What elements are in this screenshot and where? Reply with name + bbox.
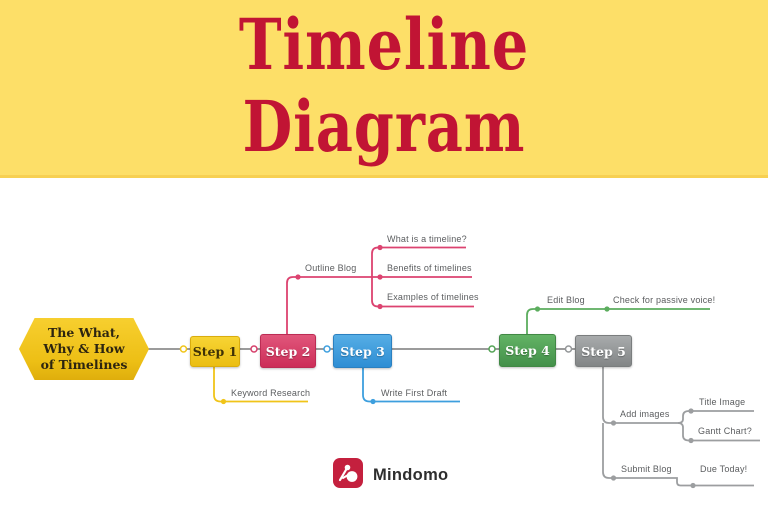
branch-label-write-first-draft: Write First Draft (381, 388, 448, 398)
branch-label-due-today: Due Today! (700, 464, 748, 474)
ring-step5 (564, 345, 573, 353)
branch-label-add-images: Add images (620, 409, 670, 419)
page-title-line2: Diagram (242, 85, 526, 168)
ring-step1 (179, 345, 188, 353)
branch-label-examples-of-timelines: Examples of timelines (387, 292, 479, 302)
branch-label-submit-blog: Submit Blog (621, 464, 672, 474)
ring-step3 (323, 345, 331, 353)
branch-label-title-image: Title Image (699, 397, 746, 407)
root-node-line1: The What, (47, 325, 121, 340)
step-node-3: Step 3 (333, 334, 392, 368)
ring-step4 (488, 345, 496, 353)
branch-label-benefits-of-timelines: Benefits of timelines (387, 263, 472, 273)
root-node-line2: Why & How (43, 341, 125, 356)
branch-label-keyword-research: Keyword Research (231, 388, 311, 398)
branch-label-what-is-a-timeline: What is a timeline? (387, 234, 467, 244)
branch-label-check-for-passive-voice: Check for passive voice! (613, 295, 716, 305)
branch-label-gantt-chart: Gantt Chart? (698, 426, 752, 436)
ring-step2 (250, 345, 258, 353)
branch-label-outline-blog: Outline Blog (305, 263, 357, 273)
root-node-line3: of Timelines (40, 357, 128, 372)
mindomo-logo-icon (333, 458, 363, 488)
title-banner: Timeline Diagram (0, 0, 768, 178)
mindomo-wordmark: Mindomo (373, 466, 449, 484)
branch-label-edit-blog: Edit Blog (547, 295, 585, 305)
root-node: The What, Why & How of Timelines (19, 318, 149, 380)
page-title-line1: Timeline (238, 3, 530, 86)
step-node-5: Step 5 (575, 335, 632, 367)
step-node-2: Step 2 (260, 334, 316, 368)
step-node-1: Step 1 (190, 336, 240, 367)
page-title: Timeline Diagram (239, 4, 529, 168)
step-node-4: Step 4 (499, 334, 556, 367)
